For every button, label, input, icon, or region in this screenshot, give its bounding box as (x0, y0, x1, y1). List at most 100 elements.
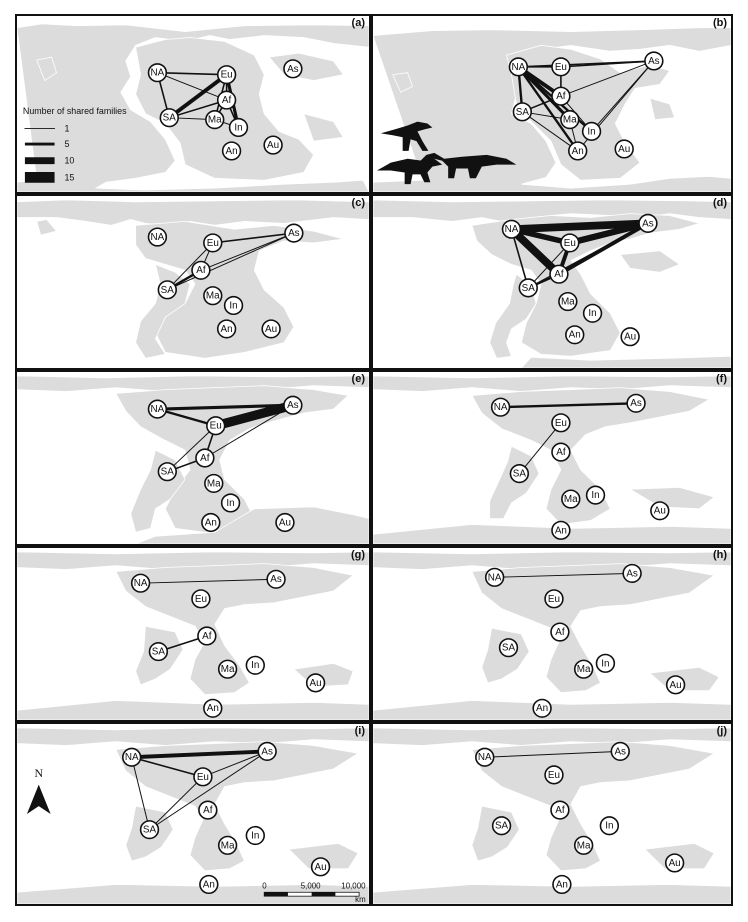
edges (494, 572, 633, 578)
node-circle (560, 233, 580, 253)
node-circle (216, 90, 237, 110)
node-label: NA (478, 752, 492, 763)
node-label: An (555, 525, 567, 536)
node-sa: SA (157, 462, 177, 482)
node-circle (147, 63, 168, 83)
node-circle (130, 573, 151, 593)
node-as: As (283, 395, 303, 415)
node-na: NA (490, 397, 511, 417)
node-circle (568, 141, 588, 161)
node-sa: SA (518, 278, 538, 298)
node-an: An (216, 319, 237, 339)
node-ma: Ma (560, 110, 580, 130)
node-circle (573, 835, 594, 855)
edge-sa-eu (166, 242, 214, 291)
node-label: NA (512, 62, 526, 73)
scale-bar: 0 5,000 10,000 km (262, 881, 366, 904)
node-circle (518, 278, 538, 298)
node-na: NA (475, 747, 495, 767)
node-label: SA (143, 825, 157, 836)
node-label: SA (495, 821, 509, 832)
node-in: In (581, 121, 602, 141)
node-circle (266, 569, 286, 589)
node-au: Au (305, 673, 326, 693)
node-af: Af (191, 260, 211, 280)
edge-sa-as (166, 232, 295, 291)
node-label: An (556, 879, 568, 890)
node-label: An (569, 330, 581, 341)
node-eu: Eu (203, 233, 223, 253)
node-circle (551, 442, 571, 462)
node-ma: Ma (217, 835, 238, 855)
node-label: As (287, 64, 299, 75)
panel-label: (f) (716, 373, 727, 385)
node-au: Au (665, 675, 686, 695)
node-label: An (205, 518, 217, 529)
node-label: Af (555, 805, 565, 816)
edge-eu-as (211, 232, 295, 244)
node-ma: Ma (205, 110, 225, 130)
edge-na-as (129, 749, 270, 760)
node-circle (551, 86, 571, 106)
node-label: Ma (221, 664, 235, 675)
node-label: An (221, 324, 233, 335)
node-circle (263, 135, 283, 155)
node-circle (491, 816, 512, 836)
node-circle (644, 51, 664, 71)
edge-na-af (507, 225, 563, 279)
node-in: In (228, 117, 249, 138)
node-circle (216, 65, 237, 85)
node-circle (595, 653, 616, 673)
node-circle (638, 213, 658, 233)
node-label: SA (522, 283, 536, 294)
node-label: NA (151, 68, 165, 79)
node-as: As (257, 741, 277, 761)
edge-sa-eu (166, 425, 217, 473)
panel-label: (j) (716, 725, 727, 737)
node-circle (560, 110, 580, 130)
node-an: An (551, 520, 571, 540)
node-label: Au (654, 506, 666, 517)
panel-label: (a) (351, 17, 365, 29)
node-label: In (605, 821, 613, 832)
node-circle (573, 659, 594, 679)
scale-label-0: 0 (262, 881, 267, 890)
legend-label-10: 10 (64, 156, 74, 166)
node-an: An (203, 698, 223, 718)
node-au: Au (263, 135, 283, 155)
node-circle (147, 399, 168, 419)
node-circle (261, 319, 281, 339)
node-sa: SA (512, 102, 533, 122)
node-label: NA (134, 578, 148, 589)
panel-label: (d) (712, 197, 727, 209)
node-label: An (207, 703, 219, 714)
landmass (17, 375, 369, 544)
edge-na-an (517, 65, 579, 153)
node-circle (490, 397, 511, 417)
node-circle (195, 448, 215, 468)
edge-sa-as (527, 222, 649, 289)
node-in: In (220, 493, 241, 513)
node-label: Af (200, 453, 210, 464)
node-circle (159, 108, 179, 128)
edge-na-as (140, 578, 277, 584)
node-label: NA (488, 572, 502, 583)
node-circle (585, 485, 606, 505)
node-an: An (199, 874, 219, 895)
edge-na-eu (156, 71, 228, 76)
edge-sa-eu (167, 72, 229, 120)
node-label: Au (265, 324, 277, 335)
edges (484, 750, 621, 758)
node-label: In (251, 660, 259, 671)
node-label: An (203, 879, 215, 890)
node-label: Eu (221, 70, 233, 81)
node-as: As (283, 59, 303, 79)
node-au: Au (620, 327, 640, 347)
edges (507, 219, 652, 290)
